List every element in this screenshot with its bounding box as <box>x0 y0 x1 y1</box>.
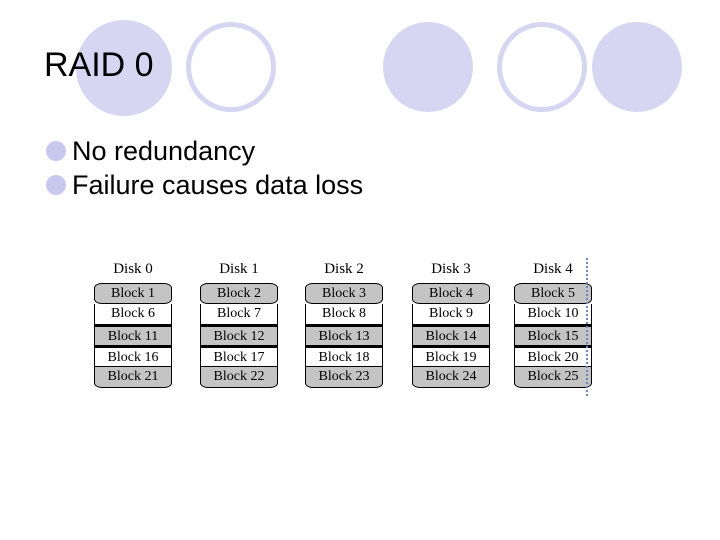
decorative-circle <box>76 20 172 116</box>
disk-label: Disk 0 <box>113 261 153 277</box>
decorative-circle <box>497 22 587 112</box>
decorative-circle <box>592 22 682 112</box>
block-cell: Block 17 <box>200 346 278 367</box>
bullet-dot-icon <box>46 141 66 161</box>
edge-line <box>586 258 588 396</box>
disk-label: Disk 4 <box>533 261 573 277</box>
block-cell: Block 6 <box>94 304 172 325</box>
block-cell: Block 21 <box>94 367 172 388</box>
disk-label: Disk 3 <box>431 261 471 277</box>
block-cell: Block 23 <box>305 367 383 388</box>
bullet-dot-icon <box>46 175 66 195</box>
block-cell: Block 19 <box>412 346 490 367</box>
block-cell: Block 4 <box>412 283 490 304</box>
block-cell: Block 15 <box>514 325 592 346</box>
block-cell: Block 18 <box>305 346 383 367</box>
block-cell: Block 2 <box>200 283 278 304</box>
block-cell: Block 22 <box>200 367 278 388</box>
block-cell: Block 5 <box>514 283 592 304</box>
bullet-text: No redundancy <box>72 135 256 166</box>
block-cell: Block 7 <box>200 304 278 325</box>
disk-label: Disk 1 <box>219 261 259 277</box>
bullet-item: No redundancy <box>46 134 363 168</box>
slide-title: RAID 0 <box>44 46 154 84</box>
block-cell: Block 13 <box>305 325 383 346</box>
block-cell: Block 14 <box>412 325 490 346</box>
block-cell: Block 12 <box>200 325 278 346</box>
block-cell: Block 1 <box>94 283 172 304</box>
disk-label: Disk 2 <box>324 261 364 277</box>
decorative-circle <box>186 22 276 112</box>
block-cell: Block 3 <box>305 283 383 304</box>
block-cell: Block 8 <box>305 304 383 325</box>
block-cell: Block 10 <box>514 304 592 325</box>
block-cell: Block 24 <box>412 367 490 388</box>
bullet-text: Failure causes data loss <box>72 169 364 200</box>
bullet-item: Failure causes data loss <box>46 168 363 202</box>
block-cell: Block 20 <box>514 346 592 367</box>
decorative-circle <box>383 22 473 112</box>
block-cell: Block 9 <box>412 304 490 325</box>
block-cell: Block 16 <box>94 346 172 367</box>
bullet-list: No redundancy Failure causes data loss <box>46 134 363 202</box>
block-cell: Block 25 <box>514 367 592 388</box>
block-cell: Block 11 <box>94 325 172 346</box>
